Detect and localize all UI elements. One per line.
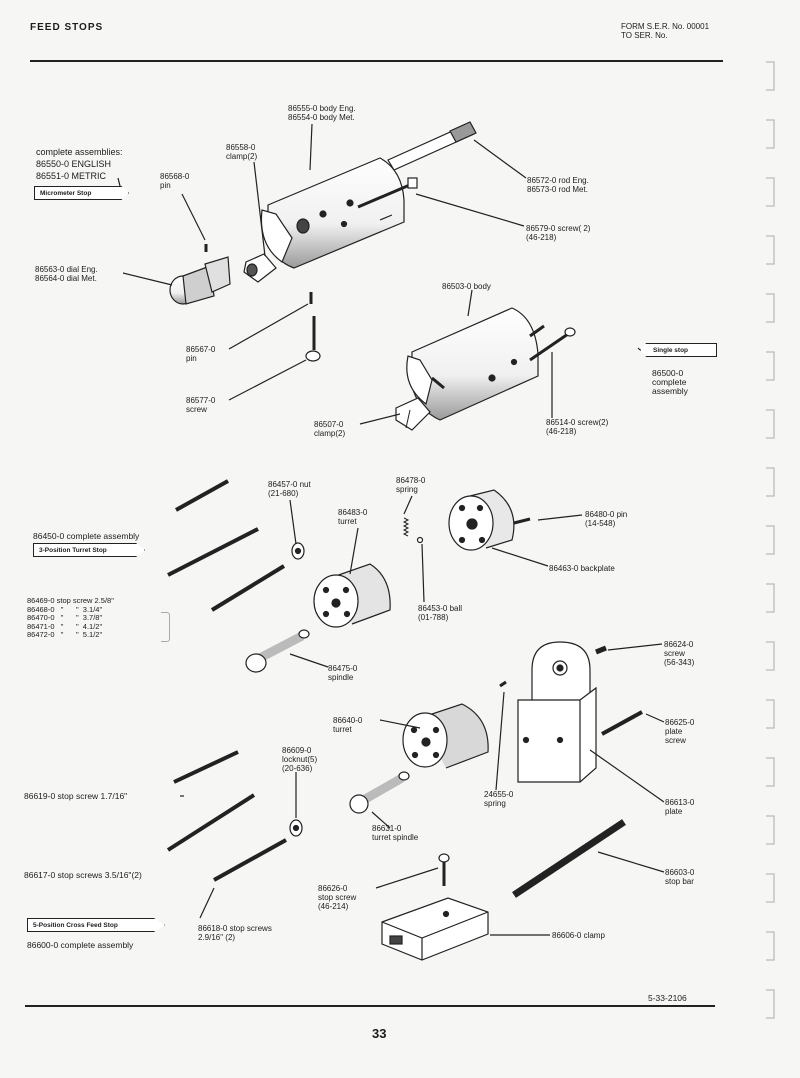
cross5-screw-label: 86624-0 screw (56-343) xyxy=(664,640,695,667)
turret3-backplate-label: 86463-0 backplate xyxy=(549,564,615,573)
micrometer-screw2-label: 86577-0 screw xyxy=(186,396,216,414)
cross5-complete-label: 86600-0 complete assembly xyxy=(27,940,134,950)
turret3-spindle-drawing xyxy=(245,629,310,673)
single-complete-label: 86500-0 complete assembly xyxy=(652,368,688,396)
micrometer-rod-drawing xyxy=(387,121,477,171)
turret3-stop-screws-bracket xyxy=(161,612,170,642)
cross5-plate-drawing xyxy=(517,641,597,783)
cross5-clamp-drawing xyxy=(381,897,489,961)
turret3-turret-drawing xyxy=(313,563,391,628)
cross5-locknut-label: 86609-0 locknut(5) (20-636) xyxy=(282,746,318,773)
cross5-stop-screw-drawings xyxy=(166,750,287,882)
turret3-stop-screws-label: 86469-0 stop screw 2.5/8" 86468-0 " " 3.… xyxy=(27,596,114,639)
single-screw-label: 86514-0 screw(2) (46-218) xyxy=(546,418,609,436)
micrometer-stop-tag: Micrometer Stop xyxy=(34,186,129,200)
cross5-turret-spindle-label: 86631-0 turret spindle xyxy=(372,824,419,842)
cross5-plate-screw-label: 86625-0 plate screw xyxy=(665,718,695,745)
micrometer-pin-label: 86568-0 pin xyxy=(160,172,190,190)
cross5-stop-bar-label: 86603-0 stop bar xyxy=(665,868,695,886)
micrometer-rod-label: 86572-0 rod Eng. 86573-0 rod Met. xyxy=(527,176,589,194)
micrometer-body-drawing xyxy=(260,157,405,269)
single-stop-tag: Single stop xyxy=(640,343,717,357)
binder-hole-marks xyxy=(766,61,775,1019)
page-title: FEED STOPS xyxy=(30,22,104,33)
micrometer-pin2-label: 86567-0 pin xyxy=(186,345,216,363)
cross5-stop-screws-long-label: 86617-0 stop screws 3.5/16"(2) xyxy=(24,870,142,880)
turret3-pin-drawing xyxy=(513,517,531,525)
micrometer-body-label: 86555-0 body Eng. 86554-0 body Met. xyxy=(288,104,356,122)
single-body-label: 86503-0 body xyxy=(442,282,491,291)
cross5-stop-screw-clamp-label: 86626-0 stop screw (46-214) xyxy=(318,884,357,911)
cross5-spring-drawing xyxy=(499,680,507,688)
cross5-clamp-screw-drawing xyxy=(438,853,450,886)
single-clamp-drawing xyxy=(395,397,431,431)
form-reference: FORM S.E.R. No. 00001 TO SER. No. xyxy=(621,22,710,40)
turret3-turret-label: 86483-0 turret xyxy=(338,508,368,526)
cross5-stop-screws-med-label: 86618-0 stop screws 2.9/16" (2) xyxy=(198,924,272,942)
turret3-spring-drawing xyxy=(402,517,410,537)
cross5-stop-screw-short-label: 86619-0 stop screw 1.7/16" xyxy=(24,791,128,801)
header-rule xyxy=(30,60,723,62)
turret3-spring-label: 86478-0 spring xyxy=(396,476,426,494)
footer-rule xyxy=(25,1005,715,1007)
turret3-spindle-label: 86475-0 spindle xyxy=(328,664,358,682)
micrometer-clamp-label: 86558-0 clamp(2) xyxy=(226,143,258,161)
micrometer-dial-drawing xyxy=(169,256,231,305)
micrometer-screw-drawing xyxy=(357,177,418,209)
turret3-ball-drawing xyxy=(416,536,424,544)
cross5-spring-label: 24655-0 spring xyxy=(484,790,514,808)
cross5-locknut-drawing xyxy=(289,819,303,837)
turret3-nut-drawing xyxy=(291,542,305,560)
micrometer-complete-assemblies-label: complete assemblies: 86550-0 ENGLISH 865… xyxy=(36,147,123,181)
turret3-ball-label: 86453-0 ball (01-788) xyxy=(418,604,463,622)
cross5-turret-drawing xyxy=(402,703,489,769)
turret3-backplate-drawing xyxy=(448,489,515,551)
cross5-plate-screw-drawing xyxy=(601,710,643,736)
cross5-stop-bar-drawing xyxy=(512,819,626,898)
turret3-stop-screw-drawings xyxy=(167,479,286,612)
micrometer-screw2-drawing xyxy=(305,316,321,362)
single-screw-drawing xyxy=(529,324,576,362)
cross5-plate-label: 86613-0 plate xyxy=(665,798,695,816)
cross5-clamp-label: 86606-0 clamp xyxy=(552,931,605,940)
document-reference: 5-33-2106 xyxy=(648,993,687,1003)
cross5-stop-tag: 5-Position Cross Feed Stop xyxy=(27,918,165,932)
single-clamp-label: 86507-0 clamp(2) xyxy=(314,420,346,438)
cross5-turret-label: 86640-0 turret xyxy=(333,716,363,734)
micrometer-clamp-drawing xyxy=(243,253,277,283)
single-body-drawing xyxy=(406,307,539,421)
turret3-complete-label: 86450-0 complete assembly xyxy=(33,531,140,541)
page-number: 33 xyxy=(372,1026,387,1041)
cross5-turret-spindle-drawing xyxy=(349,771,410,814)
cross5-screw-right-drawing xyxy=(595,645,607,655)
turret3-stop-tag: 3-Position Turret Stop xyxy=(33,543,145,557)
turret3-nut-label: 86457-0 nut (21-680) xyxy=(268,480,311,498)
micrometer-screw-label: 86579-0 screw( 2) (46-218) xyxy=(526,224,591,242)
micrometer-dial-label: 86563-0 dial Eng. 86564-0 dial Met. xyxy=(35,265,98,283)
turret3-pin-label: 86480-0 pin (14-548) xyxy=(585,510,628,528)
